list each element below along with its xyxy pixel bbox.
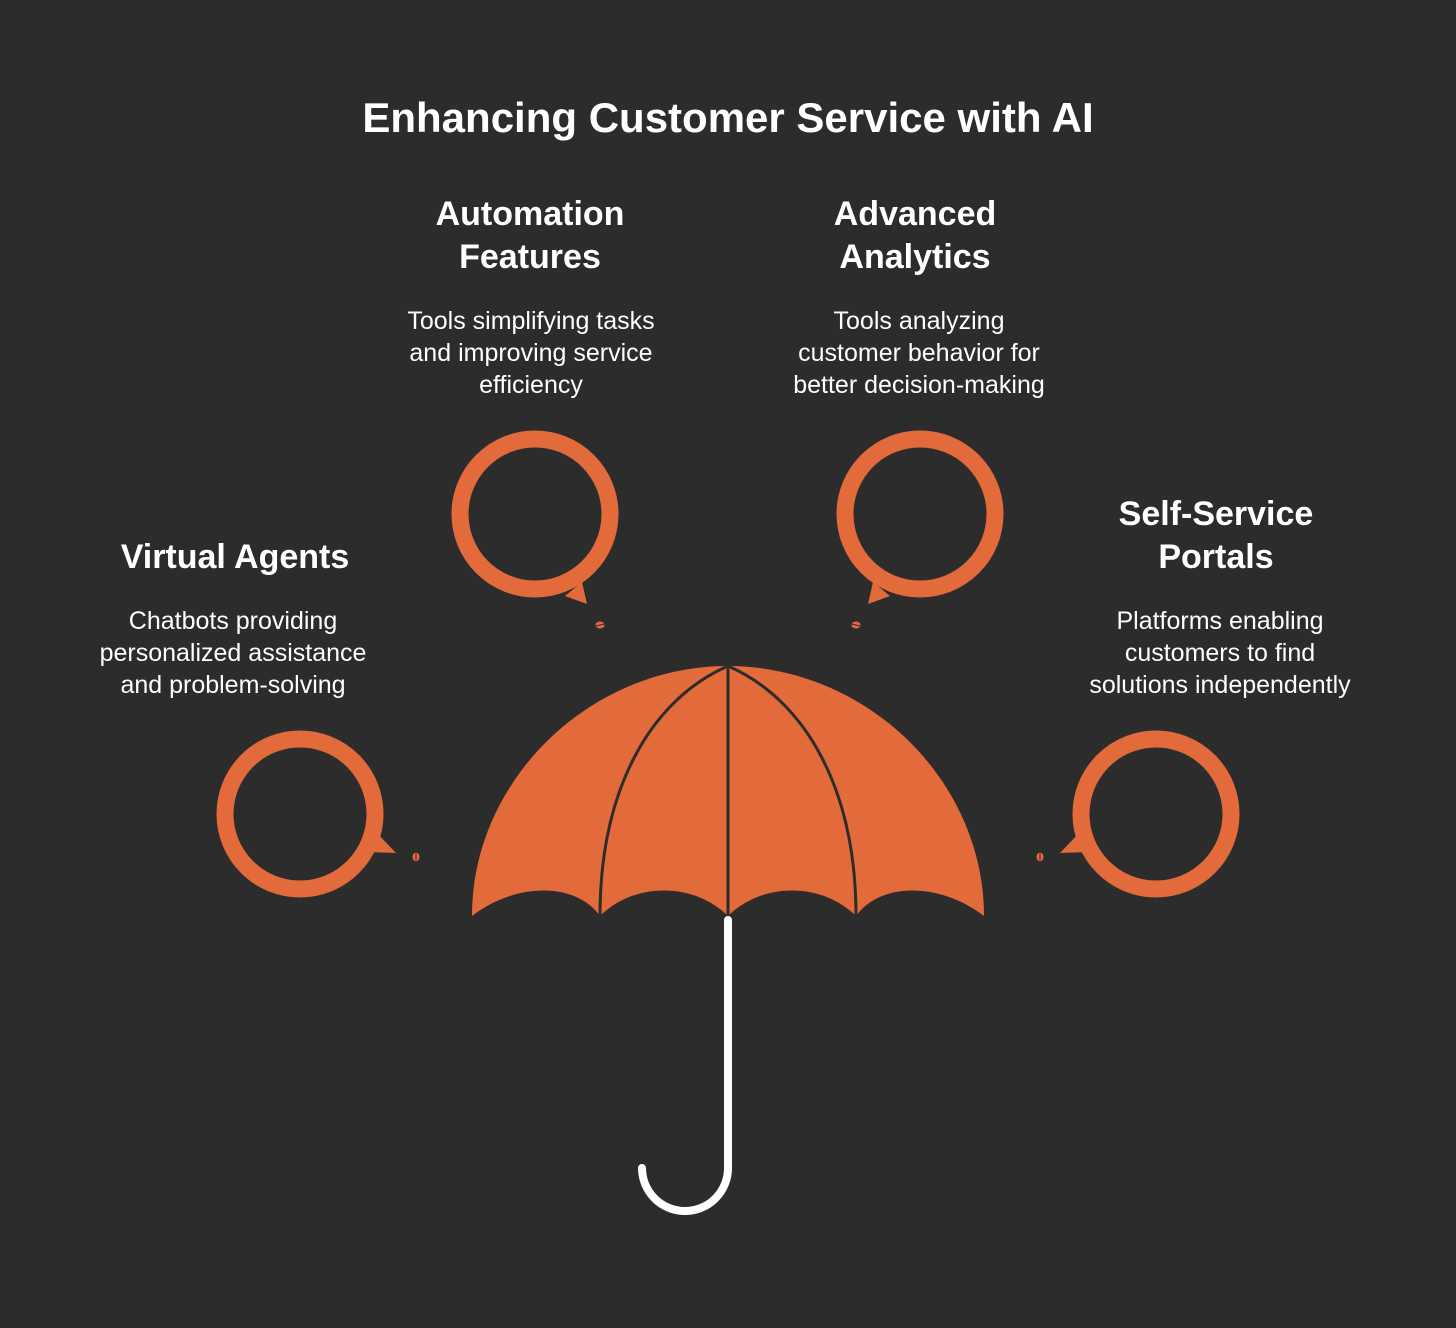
heading-line: Advanced [833, 195, 997, 233]
description-line: personalized assistance [99, 639, 367, 667]
description-line: Tools analyzing [833, 307, 1005, 335]
heading-line: Virtual Agents [120, 538, 350, 576]
description-line: and problem-solving [120, 671, 346, 699]
speech-bubble-icon [451, 430, 619, 629]
description-line: and improving service [409, 339, 653, 367]
description-line: Tools simplifying tasks [407, 307, 655, 335]
umbrella-rib-left [598, 664, 729, 917]
heading-line: Analytics [839, 238, 991, 276]
description-line: customer behavior for [798, 339, 1040, 367]
description-line: customers to find [1124, 639, 1316, 667]
heading-line: Portals [1158, 538, 1274, 576]
heading-line: Features [459, 238, 601, 276]
description-line: Platforms enabling [1116, 607, 1324, 635]
virtual-agents-heading: Virtual Agents [85, 536, 385, 579]
heading-line: Automation [435, 195, 625, 233]
automation-features-heading: Automation Features [380, 193, 680, 279]
description-line: Chatbots providing [128, 607, 338, 635]
self-service-portals-description: Platforms enabling customers to find sol… [1070, 605, 1370, 701]
speech-bubble-icon [1036, 730, 1240, 898]
diagram-title: Enhancing Customer Service with AI [362, 94, 1094, 141]
automation-features-description: Tools simplifying tasks and improving se… [380, 305, 682, 401]
virtual-agents-description: Chatbots providing personalized assistan… [83, 605, 383, 701]
heading-line: Self-Service [1118, 495, 1314, 533]
description-line: solutions independently [1089, 671, 1351, 699]
advanced-analytics-heading: Advanced Analytics [765, 193, 1065, 279]
umbrella-rib-right [727, 664, 858, 917]
speech-bubble-icon [836, 430, 1004, 629]
umbrella-icon [472, 664, 984, 1215]
description-line: efficiency [479, 371, 583, 399]
speech-bubble-icon [216, 730, 420, 898]
description-line: better decision-making [793, 371, 1045, 399]
advanced-analytics-description: Tools analyzing customer behavior for be… [769, 305, 1069, 401]
umbrella-handle [638, 916, 732, 1215]
self-service-portals-heading: Self-Service Portals [1066, 493, 1366, 579]
